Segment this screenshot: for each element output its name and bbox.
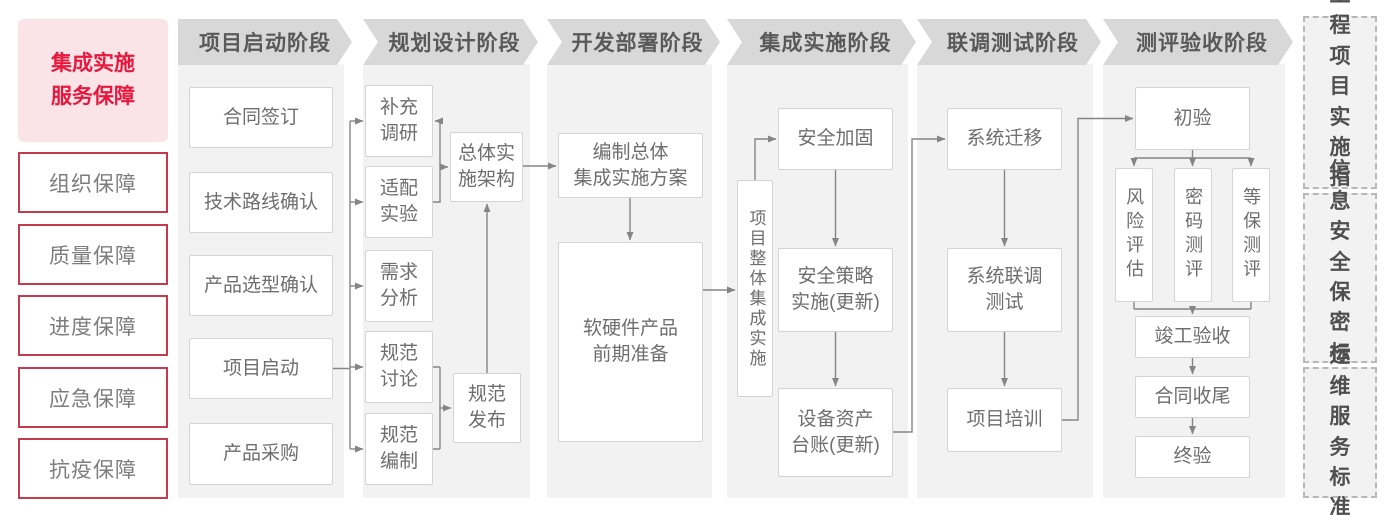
node-crypto-evaluation: 密码测评 <box>1174 168 1212 302</box>
sidebar-header-integration-service-guarantee: 集成实施 服务保障 <box>18 19 168 142</box>
node-overall-implementation-architecture: 总体实 施架构 <box>450 132 523 202</box>
sidebar-item-quality-guarantee: 质量保障 <box>18 224 168 285</box>
guide-box-ops-service-standard: 运维 服务 标准 <box>1303 344 1377 515</box>
node-project-kickoff: 项目启动 <box>189 338 333 399</box>
node-product-selection-confirm: 产品选型确认 <box>189 255 333 316</box>
node-risk-assessment: 风险评估 <box>1115 168 1153 302</box>
phase-banner-evaluation-acceptance: 测评验收阶段 <box>1103 19 1293 65</box>
node-completion-acceptance: 竣工验收 <box>1135 316 1250 358</box>
node-spec-drafting: 规范 编制 <box>365 413 433 485</box>
phase-banner-develop-deploy: 开发部署阶段 <box>547 19 720 65</box>
node-project-training: 项目培训 <box>947 388 1062 452</box>
node-contract-signing: 合同签订 <box>189 87 333 148</box>
guide-box-infosec-confidentiality-standard: 信息 安全 保密 标准 <box>1303 159 1377 395</box>
node-equipment-asset-ledger: 设备资产 台账(更新) <box>778 388 893 477</box>
node-overall-project-integration: 项目整体集成实施 <box>737 180 773 397</box>
phase-banner-integration-implementation: 集成实施阶段 <box>727 19 916 65</box>
guide-box-project-implementation-guide: 工程 项目 实施 指引 <box>1303 0 1377 220</box>
node-spec-release: 规范 发布 <box>453 373 521 443</box>
sidebar-item-epidemic-guarantee: 抗疫保障 <box>18 438 168 499</box>
node-final-acceptance: 终验 <box>1135 436 1250 478</box>
phase-banner-joint-debug-test: 联调测试阶段 <box>917 19 1101 65</box>
sidebar-item-schedule-guarantee: 进度保障 <box>18 295 168 356</box>
phase-banner-planning-design: 规划设计阶段 <box>363 19 538 65</box>
node-overall-integration-plan: 编制总体 集成实施方案 <box>558 133 703 198</box>
node-requirement-analysis: 需求 分析 <box>365 250 433 322</box>
node-contract-closure: 合同收尾 <box>1135 376 1250 418</box>
sidebar-item-emergency-guarantee: 应急保障 <box>18 367 168 428</box>
node-security-hardening: 安全加固 <box>778 108 893 170</box>
sidebar-item-organization-guarantee: 组织保障 <box>18 152 168 213</box>
node-hw-sw-preparation: 软硬件产品 前期准备 <box>558 242 703 442</box>
node-supplementary-research: 补充 调研 <box>365 85 433 157</box>
phase-banner-project-initiation: 项目启动阶段 <box>178 19 352 65</box>
node-adaptation-experiment: 适配 实验 <box>365 166 433 238</box>
node-preliminary-acceptance: 初验 <box>1135 87 1250 150</box>
node-tech-route-confirm: 技术路线确认 <box>189 172 333 233</box>
node-classified-protection-evaluation: 等保测评 <box>1232 168 1270 302</box>
node-system-migration: 系统迁移 <box>947 108 1062 170</box>
node-product-procurement: 产品采购 <box>189 423 333 485</box>
node-security-policy-implementation: 安全策略 实施(更新) <box>778 248 893 332</box>
node-system-joint-debug-test: 系统联调 测试 <box>947 248 1062 332</box>
node-spec-discussion: 规范 讨论 <box>365 331 433 403</box>
